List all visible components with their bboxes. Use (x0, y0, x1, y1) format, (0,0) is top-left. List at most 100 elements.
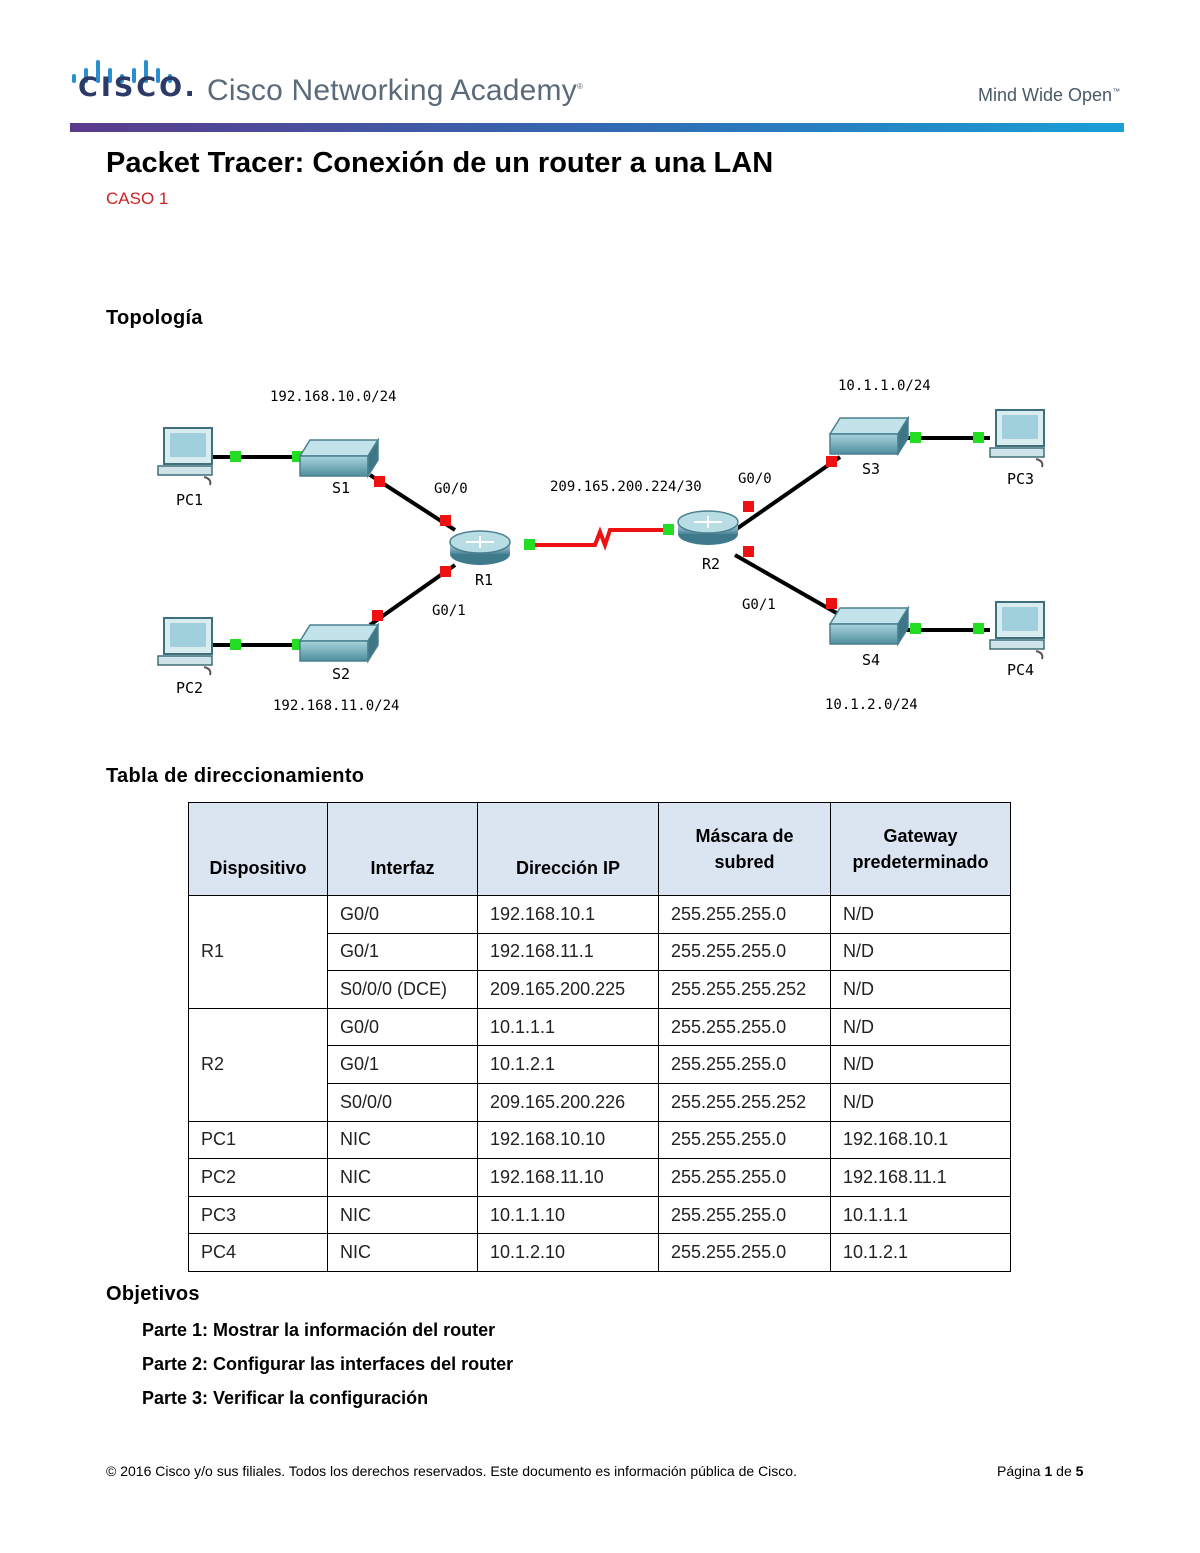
link-up-dot (292, 639, 303, 650)
ip-cell: 209.165.200.225 (477, 970, 659, 1009)
mask-cell: 255.255.255.0 (658, 895, 831, 934)
interface-cell: NIC (327, 1158, 478, 1197)
ip-cell: 10.1.1.10 (477, 1195, 659, 1235)
interface-cell: NIC (327, 1233, 478, 1272)
link-down-dot (440, 515, 451, 526)
link-up-dots (230, 432, 984, 650)
topology-heading: Topología (106, 307, 203, 329)
interface-label: G0/1 (432, 603, 466, 619)
link-down-dot (826, 598, 837, 609)
ip-cell: 192.168.10.1 (477, 895, 659, 934)
ip-cell: 10.1.2.10 (477, 1233, 659, 1272)
pc1-icon (157, 427, 213, 486)
table-row: PC3 NIC 10.1.1.10 255.255.255.0 10.1.1.1 (188, 1195, 1011, 1235)
device-cell: PC2 (188, 1158, 328, 1197)
link-up-dot (230, 451, 241, 462)
objective-item: Parte 2: Configurar las interfaces del r… (142, 1354, 514, 1374)
tagline: Mind Wide Open™ (978, 85, 1121, 105)
link-up-dot (292, 451, 303, 462)
interface-cell: NIC (327, 1120, 478, 1160)
objective-item: Parte 3: Verificar la configuración (142, 1388, 429, 1408)
column-header: Dirección IP (477, 802, 659, 896)
gateway-cell: N/D (830, 1045, 1011, 1084)
mask-cell: 255.255.255.0 (658, 1158, 831, 1197)
pc3-icon (989, 409, 1045, 468)
link-up-dot (910, 432, 921, 443)
link-down-dot (743, 501, 754, 512)
network-label: 10.1.1.0/24 (838, 378, 931, 394)
device-label: S3 (862, 460, 880, 478)
gateway-cell: 192.168.10.1 (830, 1120, 1011, 1160)
cisco-wordmark: CISCO. (78, 72, 198, 103)
ip-cell: 192.168.11.1 (477, 932, 659, 972)
device-cell: PC1 (188, 1120, 328, 1160)
link-up-dot (524, 539, 535, 550)
table-row: S0/0/0 (DCE) 209.165.200.225 255.255.255… (189, 970, 1011, 1009)
device-label: PC3 (1007, 470, 1034, 488)
objectives-heading: Objetivos (106, 1283, 200, 1305)
link-down-dots (372, 456, 837, 621)
gateway-cell: 192.168.11.1 (830, 1158, 1011, 1197)
gateway-cell: N/D (830, 932, 1011, 972)
device-label: PC4 (1007, 661, 1034, 679)
switch-s4-icon (828, 605, 910, 647)
document-subtitle: CASO 1 (106, 189, 169, 208)
switch-s3-icon (828, 415, 910, 457)
link-up-dot (910, 623, 921, 634)
ip-cell: 192.168.11.10 (477, 1158, 659, 1197)
device-label: S1 (332, 479, 350, 497)
table-row: G0/1 10.1.2.1 255.255.255.0 N/D (189, 1045, 1011, 1084)
page-number: Página 1 de 5 (997, 1463, 1084, 1479)
table-row: PC2 NIC 192.168.11.10 255.255.255.0 192.… (188, 1158, 1011, 1197)
column-header: Interfaz (327, 802, 478, 896)
mask-cell: 255.255.255.0 (658, 1233, 831, 1272)
mask-cell: 255.255.255.0 (658, 1120, 831, 1160)
pc2-icon (157, 617, 213, 676)
table-header-row: Dispositivo Interfaz Dirección IP Máscar… (188, 802, 1011, 896)
mask-cell: 255.255.255.252 (658, 970, 831, 1009)
link-up-dot (973, 432, 984, 443)
ip-cell: 10.1.1.1 (477, 1007, 659, 1047)
ip-cell: 209.165.200.226 (477, 1082, 659, 1122)
link-up-dot (663, 524, 674, 535)
device-cell: PC3 (188, 1195, 328, 1235)
link-down-dot (440, 566, 451, 577)
switch-s2-icon (298, 622, 380, 664)
table-row: PC4 NIC 10.1.2.10 255.255.255.0 10.1.2.1 (188, 1233, 1011, 1272)
table-row: G0/1 192.168.11.1 255.255.255.0 N/D (189, 932, 1011, 972)
interface-cell: G0/0 (327, 1007, 478, 1047)
interface-label: G0/1 (742, 597, 776, 613)
addressing-table: Dispositivo Interfaz Dirección IP Máscar… (188, 802, 1011, 1272)
footer-copyright: © 2016 Cisco y/o sus filiales. Todos los… (106, 1463, 797, 1479)
topology-diagram: 192.168.10.0/24 192.168.11.0/24 209.165.… (157, 378, 1045, 714)
gateway-cell: 10.1.1.1 (830, 1195, 1011, 1235)
gateway-cell: N/D (830, 970, 1011, 1009)
device-label: R2 (702, 555, 720, 573)
interface-cell: G0/0 (327, 895, 478, 934)
mask-cell: 255.255.255.0 (658, 1195, 831, 1235)
device-cell: R2 (188, 1007, 328, 1122)
network-label: 10.1.2.0/24 (825, 697, 918, 713)
link-down-dot (743, 546, 754, 557)
device-label: S2 (332, 665, 350, 683)
interface-cell: NIC (327, 1195, 478, 1235)
objective-item: Parte 1: Mostrar la información del rout… (142, 1320, 496, 1340)
link-down-dot (826, 456, 837, 467)
ip-cell: 192.168.10.10 (477, 1120, 659, 1160)
mask-cell: 255.255.255.252 (658, 1082, 831, 1122)
interface-label: G0/0 (738, 471, 772, 487)
mask-cell: 255.255.255.0 (658, 932, 831, 972)
device-cell: PC4 (188, 1233, 328, 1272)
table-row: PC1 NIC 192.168.10.10 255.255.255.0 192.… (188, 1120, 1011, 1160)
document-title: Packet Tracer: Conexión de un router a u… (106, 147, 774, 179)
network-label: 192.168.10.0/24 (270, 389, 396, 405)
link-down-dot (372, 610, 383, 621)
device-cell: R1 (188, 895, 328, 1009)
header-divider (70, 123, 1124, 132)
mask-cell: 255.255.255.0 (658, 1045, 831, 1084)
router-r2-icon (677, 510, 739, 545)
link-up-dot (973, 623, 984, 634)
column-header: Gateway predeterminado (830, 802, 1011, 896)
column-header: Máscara de subred (658, 802, 831, 896)
interface-cell: G0/1 (327, 932, 478, 972)
